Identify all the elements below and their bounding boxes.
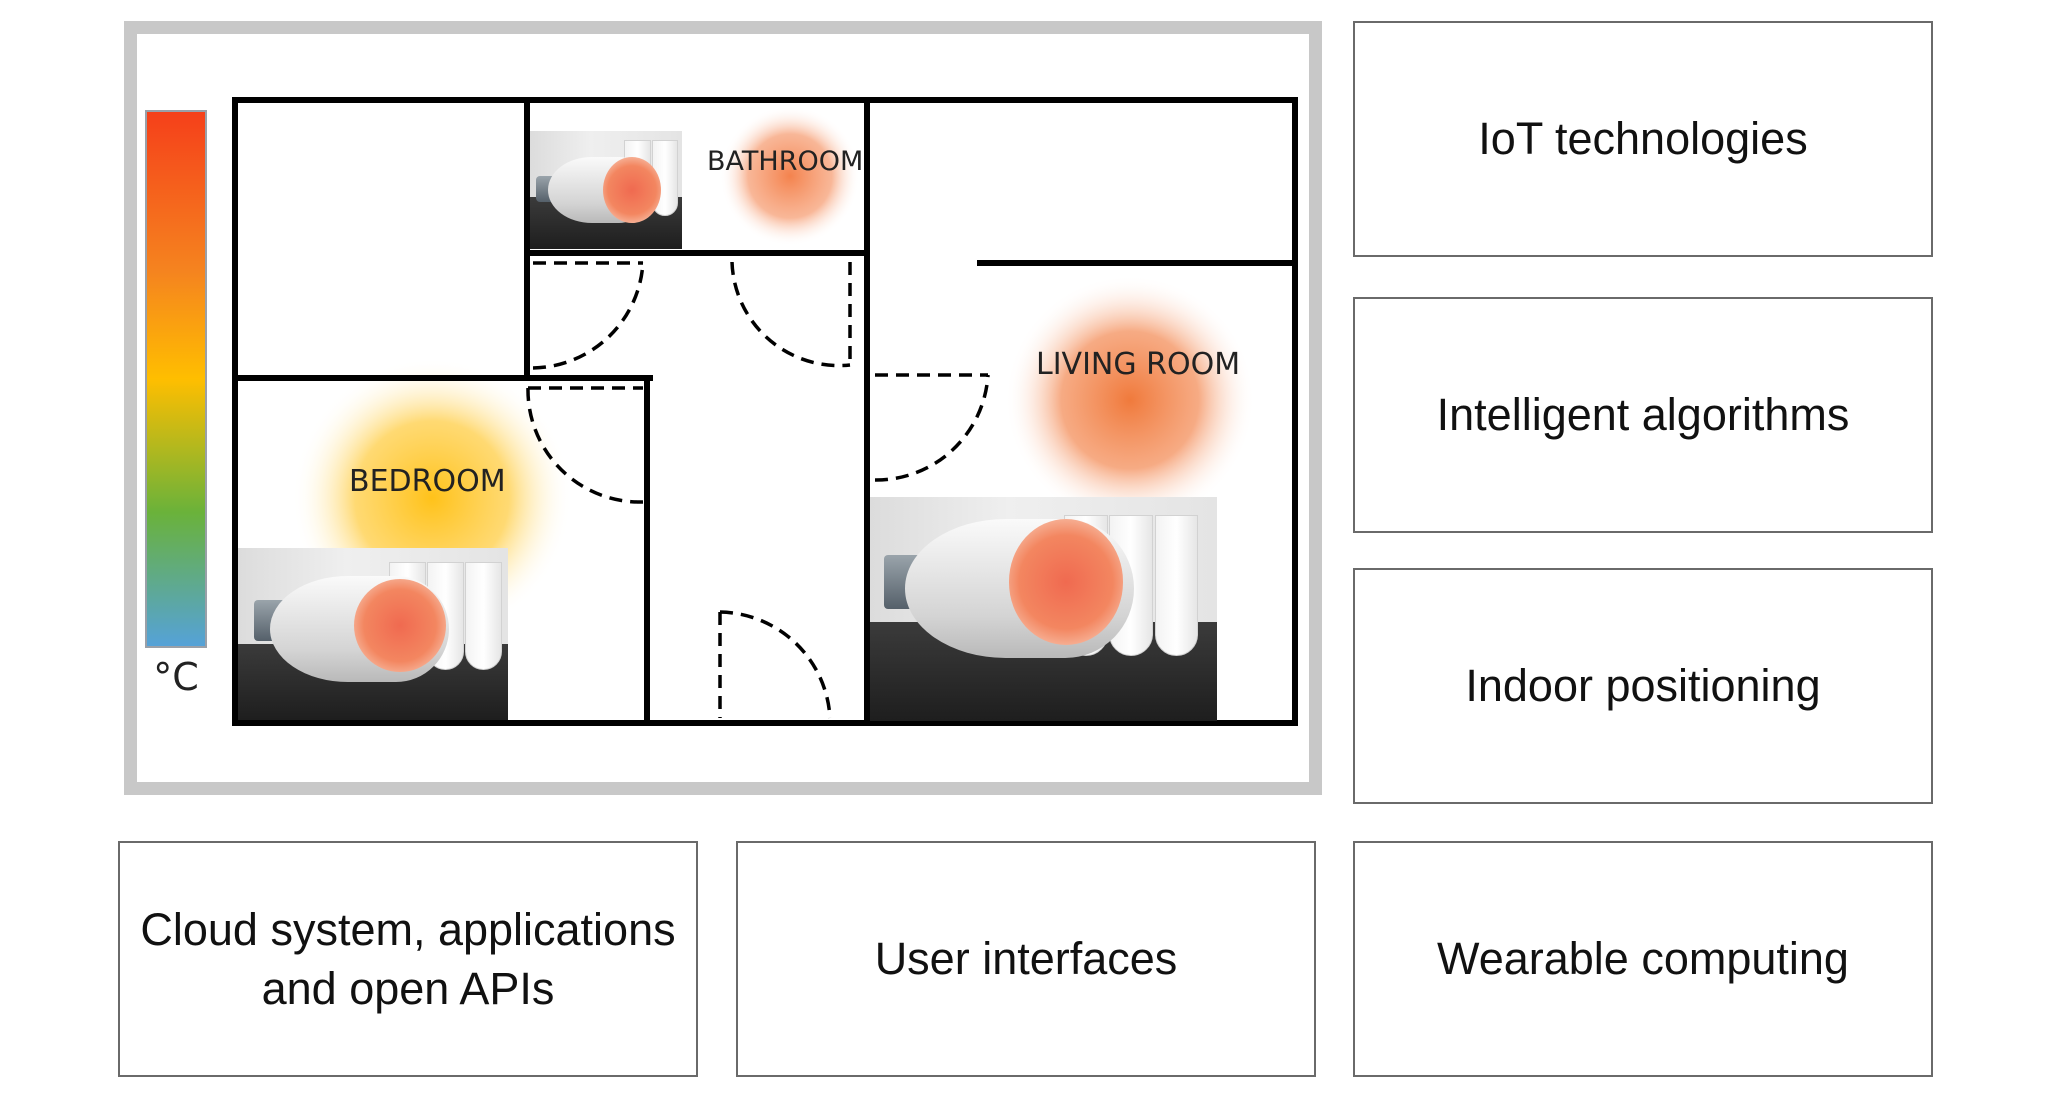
bedroom-label: BEDROOM (349, 464, 506, 499)
indoor-positioning-label: Indoor positioning (1465, 660, 1821, 712)
doors (526, 261, 990, 719)
indoor-positioning-box: Indoor positioning (1353, 568, 1933, 804)
iot-technologies-box: IoT technologies (1353, 21, 1933, 257)
walls (232, 97, 1298, 726)
radiator-thermostat-icon (1008, 519, 1124, 645)
user-interfaces-box: User interfaces (736, 841, 1316, 1077)
living-room-label: LIVING ROOM (1036, 347, 1240, 382)
radiator-thermostat-icon (602, 156, 661, 224)
intelligent-algorithms-label: Intelligent algorithms (1436, 389, 1850, 441)
user-interfaces-label: User interfaces (874, 933, 1178, 985)
intelligent-algorithms-box: Intelligent algorithms (1353, 297, 1933, 533)
bedroom-thermostat-image (238, 548, 508, 720)
radiator-thermostat-icon (354, 578, 446, 672)
cloud-system-label-line1: Cloud system, applications (140, 903, 676, 955)
temperature-scale-bar (145, 110, 207, 648)
wearable-computing-label: Wearable computing (1437, 933, 1849, 985)
wearable-computing-box: Wearable computing (1353, 841, 1933, 1077)
temperature-unit-label: °C (153, 655, 199, 699)
bathroom-thermostat-image (530, 131, 682, 249)
iot-technologies-label: IoT technologies (1478, 113, 1808, 165)
cloud-system-label-line2: and open APIs (261, 963, 555, 1014)
cloud-system-box: Cloud system, applications and open APIs (118, 841, 698, 1077)
living-room-heat-glow (1005, 275, 1255, 525)
bathroom-heat-glow (720, 106, 860, 246)
bathroom-label: BATHROOM (707, 146, 863, 177)
living-room-thermostat-image (870, 497, 1217, 721)
